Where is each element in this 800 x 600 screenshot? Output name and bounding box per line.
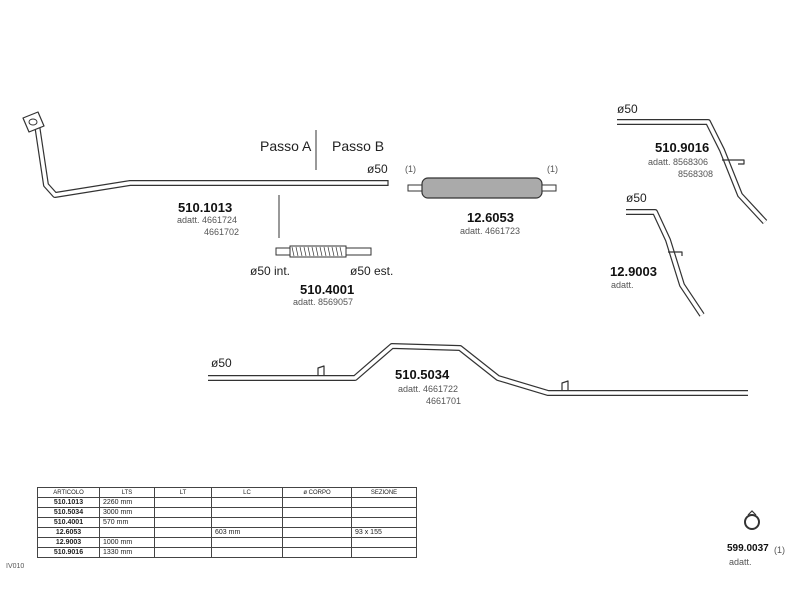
table-cell: 570 mm bbox=[99, 517, 155, 528]
table-row: 12.6053 603 mm 93 x 155 bbox=[37, 527, 417, 538]
diameter-int-label: ø50 int. bbox=[250, 264, 291, 278]
table-header-cell: ø CORPO bbox=[282, 487, 352, 498]
flex-connector-510-4001 bbox=[275, 245, 372, 258]
part-code-12-6053: 12.6053 bbox=[467, 210, 514, 225]
adatt2-510-9016: 8568308 bbox=[678, 169, 714, 179]
table-cell bbox=[282, 507, 352, 518]
table-cell bbox=[351, 517, 417, 528]
table-row: 510.5034 3000 mm bbox=[37, 507, 417, 518]
adatt-599-0037: adatt. bbox=[729, 557, 752, 567]
table-cell bbox=[282, 547, 352, 558]
table-cell: 93 x 155 bbox=[351, 527, 417, 538]
table-cell bbox=[351, 507, 417, 518]
table-cell bbox=[154, 537, 212, 548]
table-cell: 3000 mm bbox=[99, 507, 155, 518]
part-code-510-5034: 510.5034 bbox=[395, 367, 450, 382]
table-cell: 510.4001 bbox=[37, 517, 100, 528]
diameter-9016-label: ø50 bbox=[617, 102, 638, 116]
table-header-cell: LT bbox=[154, 487, 212, 498]
clamp-ring-599-0037 bbox=[744, 510, 760, 530]
table-cell bbox=[351, 547, 417, 558]
side-reference-label: IV010 bbox=[6, 563, 25, 570]
adatt2-510-1013: 4661702 bbox=[204, 227, 240, 237]
passo-b-label: Passo B bbox=[332, 138, 385, 154]
diameter-9003-label: ø50 bbox=[626, 191, 647, 205]
part-code-510-9016: 510.9016 bbox=[655, 140, 710, 155]
diameter-long-label: ø50 bbox=[211, 356, 232, 370]
adatt-510-5034: adatt. 4661722 bbox=[398, 384, 459, 394]
part-code-599-0037: 599.0037 bbox=[727, 543, 769, 554]
table-cell: 510.9016 bbox=[37, 547, 100, 558]
table-cell bbox=[211, 537, 283, 548]
table-cell bbox=[154, 547, 212, 558]
part-code-510-1013: 510.1013 bbox=[178, 200, 233, 215]
table-header-cell: LTS bbox=[99, 487, 155, 498]
table-cell bbox=[154, 527, 212, 538]
table-cell bbox=[99, 527, 155, 538]
tailpipe-12-9003 bbox=[626, 209, 705, 317]
table-cell bbox=[154, 507, 212, 518]
diameter-main-label: ø50 bbox=[367, 162, 388, 176]
diameter-est-label: ø50 est. bbox=[350, 264, 394, 278]
table-cell bbox=[282, 537, 352, 548]
table-cell bbox=[211, 497, 283, 508]
table-cell: 12.6053 bbox=[37, 527, 100, 538]
table-row: 12.9003 1000 mm bbox=[37, 537, 417, 548]
adatt-510-4001: adatt. 8569057 bbox=[293, 297, 354, 307]
table-header-row: ARTICOLO LTS LT LC ø CORPO SEZIONE bbox=[37, 487, 417, 498]
table-cell: 1330 mm bbox=[99, 547, 155, 558]
mark-599-0037: (1) bbox=[774, 545, 785, 555]
table-cell bbox=[351, 497, 417, 508]
table-cell bbox=[211, 507, 283, 518]
table-cell: 603 mm bbox=[211, 527, 283, 538]
table-cell: 12.9003 bbox=[37, 537, 100, 548]
table-cell bbox=[282, 527, 352, 538]
table-cell bbox=[154, 497, 212, 508]
table-cell bbox=[154, 517, 212, 528]
adatt-12-9003: adatt. bbox=[611, 280, 634, 290]
table-cell: 2260 mm bbox=[99, 497, 155, 508]
table-cell: 510.5034 bbox=[37, 507, 100, 518]
parts-table: ARTICOLO LTS LT LC ø CORPO SEZIONE 510.1… bbox=[37, 487, 417, 558]
adatt-12-6053: adatt. 4661723 bbox=[460, 226, 521, 236]
table-cell: 1000 mm bbox=[99, 537, 155, 548]
table-row: 510.1013 2260 mm bbox=[37, 497, 417, 508]
table-header-cell: ARTICOLO bbox=[37, 487, 100, 498]
table-cell bbox=[282, 497, 352, 508]
part-code-12-9003: 12.9003 bbox=[610, 264, 657, 279]
table-cell bbox=[282, 517, 352, 528]
adatt-510-1013: adatt. 4661724 bbox=[177, 215, 238, 225]
table-cell bbox=[211, 517, 283, 528]
table-cell bbox=[351, 537, 417, 548]
pipe-510-1013 bbox=[22, 111, 389, 198]
table-cell bbox=[211, 547, 283, 558]
table-header-cell: LC bbox=[211, 487, 283, 498]
mark-left-12-6053: (1) bbox=[405, 164, 416, 174]
table-cell: 510.1013 bbox=[37, 497, 100, 508]
muffler-12-6053 bbox=[407, 177, 557, 199]
table-header-cell: SEZIONE bbox=[351, 487, 417, 498]
passo-a-label: Passo A bbox=[260, 138, 312, 154]
part-code-510-4001: 510.4001 bbox=[300, 282, 355, 297]
mark-right-12-6053: (1) bbox=[547, 164, 558, 174]
table-row: 510.9016 1330 mm bbox=[37, 547, 417, 558]
adatt2-510-5034: 4661701 bbox=[426, 396, 462, 406]
tailpipe-510-9016 bbox=[617, 119, 768, 225]
adatt-510-9016: adatt. 8568306 bbox=[648, 157, 709, 167]
pipe-510-5034 bbox=[208, 343, 748, 396]
table-row: 510.4001 570 mm bbox=[37, 517, 417, 528]
